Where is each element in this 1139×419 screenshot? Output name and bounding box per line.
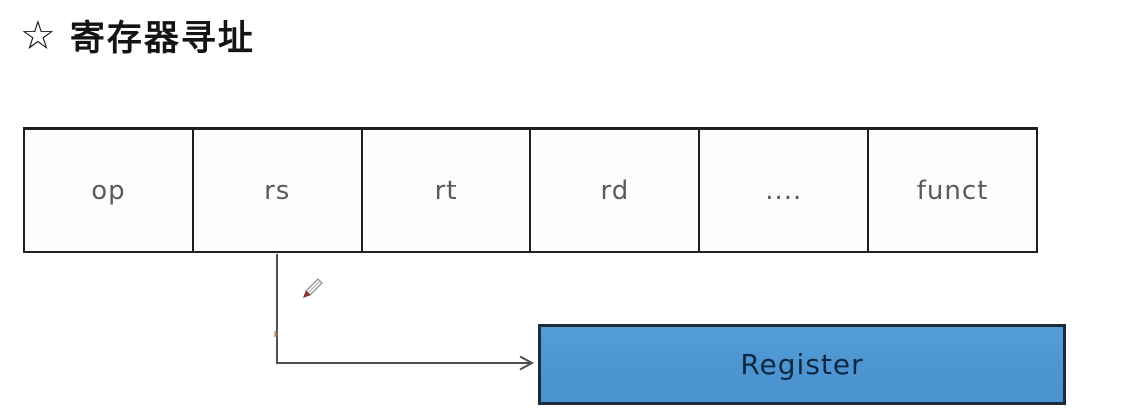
field-cell-dots: .... (700, 130, 870, 251)
field-cell-rt: rt (363, 130, 532, 251)
page-title: 寄存器寻址 (69, 19, 255, 59)
field-cell-funct: funct (869, 130, 1036, 251)
field-label-dots: .... (765, 175, 803, 206)
field-cell-rs: rs (194, 130, 363, 251)
pen-cursor-icon (302, 278, 323, 299)
title-row: ☆ 寄存器寻址 (20, 10, 255, 61)
instruction-format-row: op rs rt rd .... funct (23, 127, 1038, 253)
field-cell-op: op (25, 130, 194, 251)
field-label-rd: rd (600, 175, 630, 206)
field-cell-rd: rd (531, 130, 701, 251)
field-label-op: op (91, 175, 126, 206)
field-label-rt: rt (434, 175, 458, 206)
field-label-funct: funct (916, 175, 989, 206)
register-box: Register (538, 324, 1066, 405)
star-icon: ☆ (20, 12, 56, 59)
register-label: Register (740, 348, 864, 381)
field-label-rs: rs (264, 175, 291, 206)
